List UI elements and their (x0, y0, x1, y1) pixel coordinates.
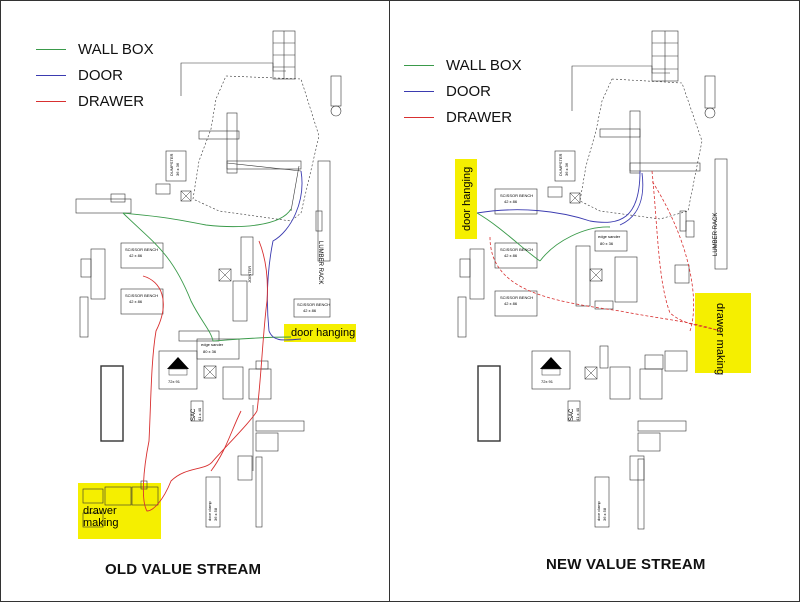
edge-sander-label: edge sander (201, 342, 224, 347)
old-floor-plan-diagram: LUMBER RACK SCISSOR BENCH 42 x 86 SCISSO… (75, 30, 342, 528)
jointer-label: JOINTER (247, 266, 252, 283)
dumpster-size: 36 x 36 (564, 162, 569, 176)
legend-door: DOOR (404, 83, 491, 100)
sac-label: SAC (191, 408, 197, 421)
scissor-bench-size: 42 x 86 (504, 199, 518, 204)
legend-drawer-swatch (404, 117, 434, 118)
door-hanging-highlight (284, 324, 356, 342)
scissor-bench-size: 42 x 86 (504, 253, 518, 258)
sac-size: 41 x 40 (197, 407, 202, 421)
old-value-stream-caption: OLD VALUE STREAM (105, 561, 262, 578)
dumpster-size: 36 x 36 (175, 162, 180, 176)
scissor-bench-size: 42 x 86 (129, 253, 143, 258)
door-hanging-label: door hanging (461, 167, 473, 231)
door-clamp-size: 36 x 58 (602, 507, 607, 521)
door-clamp-size: 36 x 58 (213, 507, 218, 521)
lumber-rack-label: LUMBER RACK (317, 241, 323, 284)
old-value-stream-panel: LUMBER RACK SCISSOR BENCH 42 x 86 SCISSO… (0, 0, 390, 602)
legend-door-label: DOOR (446, 83, 491, 100)
sac-label: SAC (569, 408, 575, 421)
edge-sander-size: 80 x 36 (600, 241, 614, 246)
scissor-bench-size: 42 x 86 (504, 301, 518, 306)
legend-wall-box-label: WALL BOX (78, 41, 154, 58)
legend-wall-box-swatch (404, 65, 434, 66)
door-clamp-label: door clamp (207, 500, 212, 521)
legend-wall-box: WALL BOX (404, 57, 522, 74)
dumpster-label: DUMPSTER (558, 153, 563, 176)
legend-wall-box-swatch (36, 49, 66, 50)
legend-drawer-label: DRAWER (446, 109, 513, 126)
scissor-bench-size: 42 x 86 (303, 308, 317, 313)
scissor-bench-size: 42 x 86 (129, 299, 143, 304)
door-hanging-label: door hanging (291, 327, 356, 339)
scissor-bench-label: SCISSOR BENCH (500, 247, 533, 252)
new-value-stream-panel: LUMBER RACK SCISSOR BENCH 42 x 86 SCISSO… (389, 0, 800, 602)
legend-door-label: DOOR (78, 67, 123, 84)
lift-size-label: 72x 91 (168, 379, 181, 384)
drawer-making-highlight (695, 293, 751, 373)
scissor-bench-label: SCISSOR BENCH (500, 193, 533, 198)
legend-drawer-swatch (36, 101, 66, 102)
new-floor-plan-diagram: LUMBER RACK SCISSOR BENCH 42 x 86 SCISSO… (457, 30, 728, 530)
scissor-bench-label: SCISSOR BENCH (125, 293, 158, 298)
legend-door-swatch (36, 75, 66, 76)
scissor-bench-label: SCISSOR BENCH (297, 302, 330, 307)
edge-sander-size: 80 x 36 (203, 349, 217, 354)
sac-size: 41 x 40 (575, 407, 580, 421)
legend-drawer-label: DRAWER (78, 93, 145, 110)
legend-door: DOOR (36, 67, 123, 84)
drawer-making-label: drawer making (714, 303, 726, 375)
dumpster-label: DUMPSTER (169, 153, 174, 176)
legend-wall-box: WALL BOX (36, 41, 154, 58)
lift-size-label: 72x 91 (541, 379, 554, 384)
new-value-stream-caption: NEW VALUE STREAM (546, 556, 706, 573)
legend-drawer: DRAWER (404, 109, 512, 126)
edge-sander-label: edge sander (598, 234, 621, 239)
door-hanging-highlight (455, 159, 477, 239)
scissor-bench-label: SCISSOR BENCH (500, 295, 533, 300)
drawer-making-label-line1: drawer (83, 505, 117, 517)
drawer-making-label-line2: making (83, 517, 119, 529)
lumber-rack-label: LUMBER RACK (713, 213, 719, 256)
door-clamp-label: door clamp (596, 500, 601, 521)
legend-wall-box-label: WALL BOX (446, 57, 522, 74)
scissor-bench-label: SCISSOR BENCH (125, 247, 158, 252)
legend-drawer: DRAWER (36, 93, 144, 110)
legend-door-swatch (404, 91, 434, 92)
